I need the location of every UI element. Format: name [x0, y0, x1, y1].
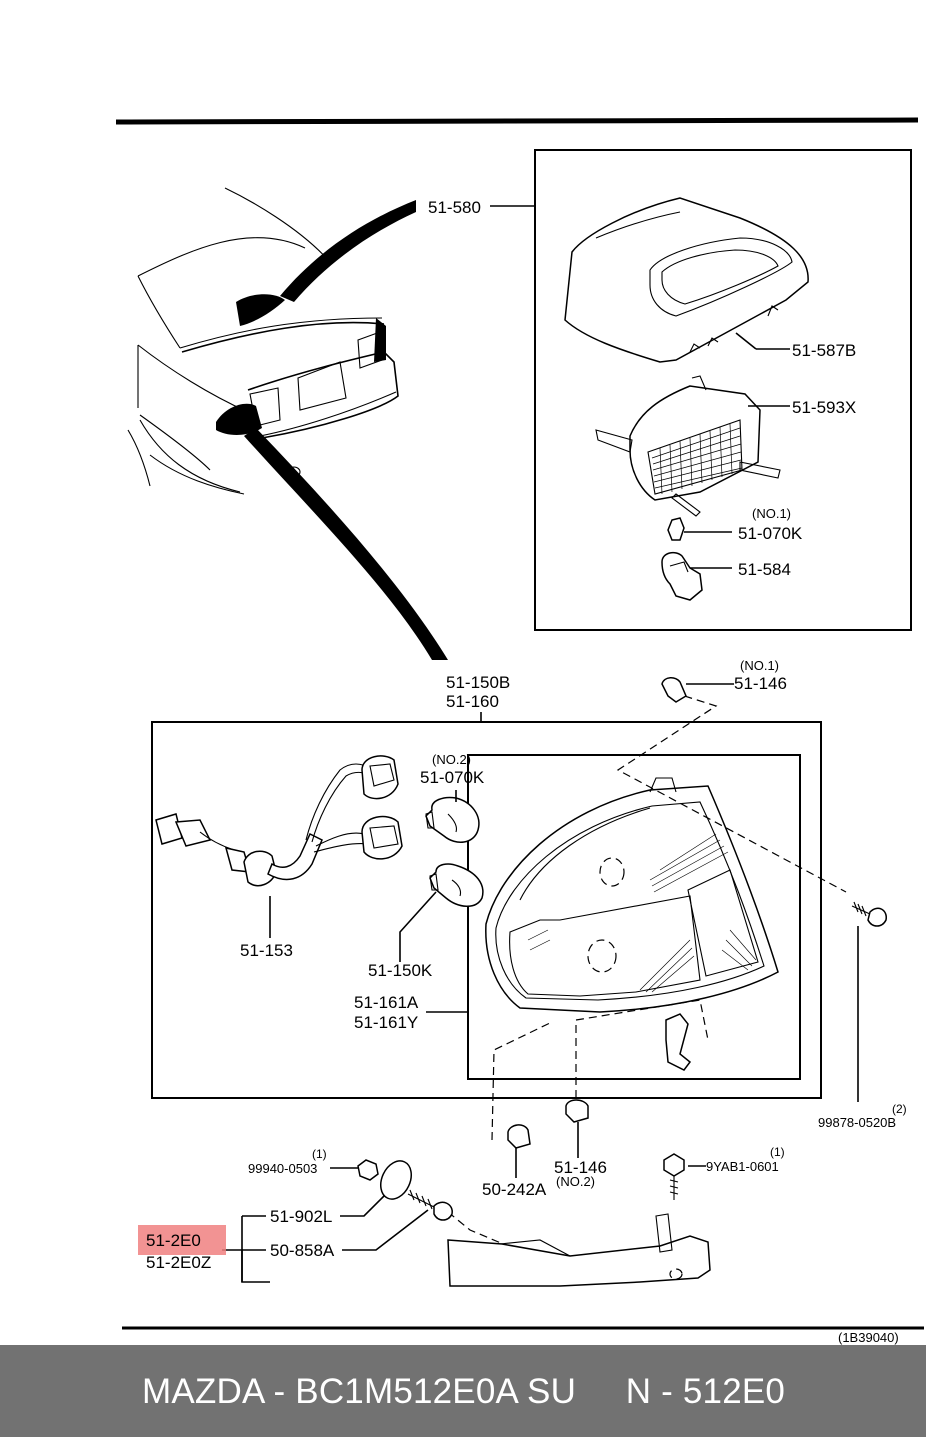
- label-qty-1-a: (1): [312, 1147, 327, 1161]
- label-51-593X: 51-593X: [792, 398, 856, 417]
- label-50-858A: 50-858A: [270, 1241, 335, 1260]
- screw-50-858A: [407, 1189, 453, 1221]
- label-51-2E0: 51-2E0: [146, 1231, 201, 1250]
- label-99940: 99940-0503: [248, 1161, 317, 1176]
- label-51-070K-b: 51-070K: [420, 768, 485, 787]
- bulb-no2: [425, 796, 480, 843]
- washer-51-902L: [380, 1160, 412, 1200]
- label-51-146-a: 51-146: [734, 674, 787, 693]
- high-mount-lamp-body: [595, 375, 781, 517]
- high-mount-lamp-cover: [564, 197, 809, 363]
- footer-bar: [0, 1345, 926, 1437]
- clip-51-146-no2: [565, 1099, 589, 1123]
- parts-diagram: 51-580 51-587B 51-593X (NO.1) 51-070K 51…: [115, 117, 924, 1345]
- label-51-150K: 51-150K: [368, 961, 433, 980]
- bulb-51-150K: [429, 863, 484, 907]
- label-51-580: 51-580: [428, 198, 481, 217]
- label-51-587B: 51-587B: [792, 341, 856, 360]
- car-rear-illustration: [127, 187, 448, 660]
- label-51-161A: 51-161A: [354, 993, 419, 1012]
- tail-lamp-inner-box: [467, 754, 801, 1080]
- label-no1-b: (NO.1): [740, 658, 779, 673]
- wiring-harness-51-153: [155, 755, 403, 887]
- bulb-no1: [667, 517, 685, 541]
- socket-51-584: [661, 551, 703, 601]
- label-51-146-b: 51-146: [554, 1158, 607, 1177]
- label-51-160: 51-160: [446, 692, 499, 711]
- tail-lamp-lens: [485, 777, 779, 1071]
- footer-part-number: MAZDA - BC1M512E0A SU N - 512E0: [142, 1372, 786, 1411]
- label-51-584: 51-584: [738, 560, 791, 579]
- label-no1-a: (NO.1): [752, 506, 791, 521]
- label-qty-2: (2): [892, 1102, 907, 1116]
- nut-99940: [357, 1159, 379, 1181]
- label-51-902L: 51-902L: [270, 1207, 332, 1226]
- high-mount-lamp-box: [534, 149, 912, 631]
- label-51-153: 51-153: [240, 941, 293, 960]
- label-51-070K-a: 51-070K: [738, 524, 803, 543]
- label-9YAB1: 9YAB1-0601: [706, 1159, 779, 1174]
- screw-99878: [851, 901, 887, 927]
- clip-50-242A: [507, 1124, 531, 1149]
- label-99878: 99878-0520B: [818, 1115, 896, 1130]
- label-51-161Y: 51-161Y: [354, 1013, 418, 1032]
- clip-51-146-no1: [661, 677, 687, 703]
- label-no2-b: (NO.2): [556, 1174, 595, 1189]
- label-ref-code: (1B39040): [838, 1330, 899, 1345]
- label-no2-a: (NO.2): [432, 752, 471, 767]
- label-50-242A: 50-242A: [482, 1180, 547, 1199]
- rear-garnish-51-2E0: [447, 1213, 711, 1287]
- top-rule: [115, 117, 919, 125]
- part-highlight: [138, 1225, 226, 1255]
- label-51-150B: 51-150B: [446, 673, 510, 692]
- label-51-2E0Z: 51-2E0Z: [146, 1253, 211, 1272]
- bolt-9YAB1: [663, 1153, 685, 1200]
- tail-lamp-assembly-box: [151, 721, 822, 1099]
- label-qty-1-b: (1): [770, 1145, 785, 1159]
